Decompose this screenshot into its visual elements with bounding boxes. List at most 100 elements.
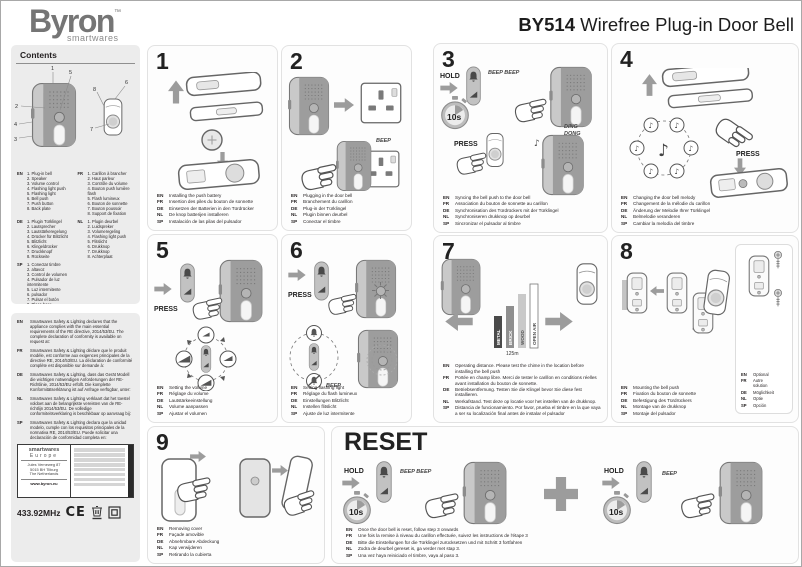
lang-code: EN — [157, 192, 164, 198]
weee-icon — [91, 506, 102, 520]
step-number: 8 — [620, 238, 633, 264]
callout-1: 1 — [51, 66, 54, 72]
lang-code: SP — [621, 220, 628, 226]
glow-ring — [371, 349, 393, 371]
beep-label: BEEP — [376, 138, 391, 144]
lang-code: FR — [157, 199, 164, 205]
lang-code: FR — [17, 348, 23, 353]
lang-code: NL — [157, 545, 164, 551]
service-numbers — [71, 445, 133, 497]
side-buttons-icon — [200, 345, 212, 373]
dong-label: DONG — [564, 131, 581, 137]
logo-text: Byron — [29, 3, 115, 39]
lang-code: NL — [17, 396, 23, 401]
door-chime-icon — [440, 258, 481, 316]
contents-item: 8. Support de fixation — [87, 211, 127, 216]
manufacturer-address-box: smartwares Europe Jules Verneweg 87 5015… — [17, 444, 134, 498]
caption-row: EN Installing the push battery — [157, 193, 271, 198]
caption-text: Instalación de las pilas del pulsador — [169, 218, 242, 224]
contents-item: 1. Plugin deurbel — [87, 219, 119, 224]
music-note: ♪ — [635, 144, 640, 153]
caption-text: Smartwares Safety & Lighting declara que… — [30, 420, 127, 440]
caption-text: Cambiar la melodía del timbre — [633, 220, 695, 226]
caption-text: Association du bouton de sonnette au car… — [455, 201, 548, 207]
caption-text: Installing the push battery — [169, 192, 222, 198]
lang-code: SP — [443, 220, 450, 226]
model-number: BY514 — [518, 14, 575, 35]
bar-label-wood: WOOD — [520, 330, 525, 345]
back-plate-icon — [626, 272, 648, 314]
lang-code: NL — [157, 212, 164, 218]
caption-text: Fixation du bouton de sonnette — [633, 391, 697, 397]
contents-title: Contents — [16, 45, 135, 64]
lang-code: NL — [621, 214, 628, 220]
lang-code: SP — [17, 420, 23, 425]
caption-text: Betriebsentfernung. Testen Sie die Kling… — [455, 386, 582, 398]
lang-code: SP — [346, 552, 353, 558]
step-3-panel: 3 HOLD 10s BEEP BEEP PRESS DING DONG ♪ E… — [433, 43, 608, 233]
compliance-row: 433.92MHz CE — [17, 505, 134, 520]
contents-item: 8. Placa base — [27, 302, 74, 304]
push-top-part — [185, 72, 262, 97]
lang-code: DE — [346, 539, 353, 545]
caption-text: Setting the volume — [169, 384, 208, 390]
bar-label-brick: BRICK — [508, 330, 513, 345]
step-4-figure: ♪ ♪ ♪ ♪ ♪ ♪ ♪ PRESS — [629, 68, 788, 198]
volume-levels — [175, 326, 237, 391]
lang-code: DE — [17, 372, 23, 377]
lang-code: EN — [157, 525, 164, 531]
lang-code: SP — [741, 402, 747, 408]
press-label: PRESS — [154, 306, 178, 313]
contents-item: 8. Back plate — [27, 206, 51, 211]
lang-code: EN — [443, 194, 450, 200]
lang-code: DE — [17, 219, 23, 224]
caption-text: Plugging in the door bell — [303, 192, 353, 198]
arrow-right-icon — [288, 269, 306, 281]
lang-code: SP — [291, 410, 298, 416]
contents-item: 7. Push button — [27, 201, 54, 206]
caption-text: Synchroniseren drukknop op deurbel — [455, 214, 531, 220]
side-buttons-icon — [314, 261, 329, 301]
step-7-figure: METAL BRICK WOOD OPEN AIR 125m 0-40% 40-… — [440, 258, 598, 357]
glow-ring — [366, 344, 398, 376]
lang-code: DE — [157, 205, 164, 211]
caption-text: Réglage du flash lumineux — [303, 391, 358, 397]
contents-item: 2. Luidspreker — [87, 224, 114, 229]
beep-label: BEEP — [662, 471, 677, 477]
contents-item: 3. Control de volumen — [27, 272, 68, 277]
contents-item: 4. Pulsador de luz intermitente — [27, 277, 60, 287]
side-buttons-icon — [376, 461, 392, 503]
contents-item: 5. Flash lumineux — [87, 196, 120, 201]
wall-socket-icon — [360, 82, 402, 124]
press-label: PRESS — [736, 151, 760, 158]
side-buttons-icon — [466, 66, 481, 106]
contents-item: 4. Bouton push lumière flash — [87, 186, 130, 196]
music-note: ♪ — [649, 121, 654, 130]
caption-row: SP Smartwares Safety & Lighting declara q… — [17, 420, 134, 440]
double-insulation-icon — [108, 506, 121, 519]
reset-figure: HOLD 10s BEEP BEEP HOLD 10s BEEP — [342, 461, 763, 525]
caption-text: Opción — [753, 402, 767, 408]
contents-item: 5. Flitslicht — [87, 239, 107, 244]
push-top-part — [661, 68, 750, 88]
timer-label: 10s — [349, 507, 363, 517]
arrow-up-icon — [168, 80, 184, 104]
